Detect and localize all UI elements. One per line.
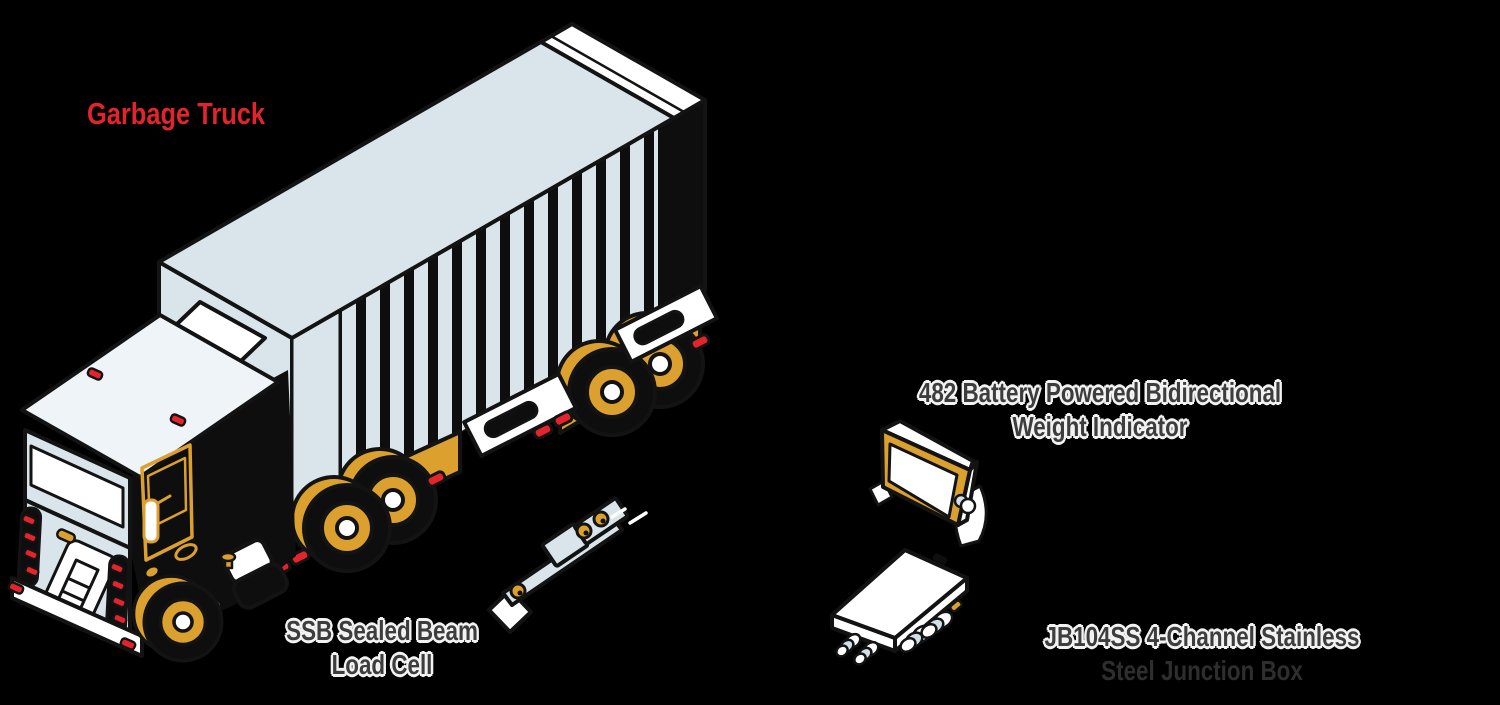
- load-cell-cable: [610, 507, 648, 525]
- cab-roof: [20, 313, 280, 479]
- garbage-truck-label: Garbage Truck: [87, 96, 266, 131]
- junction-box-label-line1: JB104SS 4-Channel Stainless: [1044, 621, 1360, 652]
- trailer-rib-panels: [340, 128, 658, 501]
- trailer-body: [157, 22, 707, 530]
- weight-indicator-illustration: [868, 419, 988, 548]
- fuel-tank: [219, 538, 289, 610]
- load-cell-end-plate: [487, 588, 533, 634]
- junction-box-label-line2: Steel Junction Box: [1101, 655, 1303, 686]
- load-cell-label: SSB Sealed Beam Load Cell: [286, 614, 478, 682]
- indicator-knob: [953, 493, 977, 515]
- weight-indicator-label-line1: 482 Battery Powered Bidirectional: [918, 377, 1282, 408]
- load-cell-label-line2: Load Cell: [331, 649, 433, 680]
- truck-cab: [6, 313, 296, 663]
- junction-box-cable-glands: [835, 610, 954, 666]
- weight-indicator-label: 482 Battery Powered Bidirectional Weight…: [919, 376, 1281, 444]
- load-cell-mount-plates: [462, 284, 719, 458]
- junction-box-illustration: [830, 548, 969, 666]
- indicator-screen: [887, 442, 959, 519]
- load-cell-bolts: [509, 510, 610, 600]
- garbage-truck-illustration: [6, 22, 719, 663]
- mirror: [142, 494, 172, 544]
- junction-box-label: JB104SS 4-Channel Stainless Steel Juncti…: [1045, 620, 1360, 688]
- weight-indicator-label-line2: Weight Indicator: [1012, 411, 1188, 442]
- load-cell-label-line1: SSB Sealed Beam: [286, 615, 478, 646]
- junction-box-lid: [830, 548, 969, 640]
- load-cell-illustration: [487, 496, 648, 634]
